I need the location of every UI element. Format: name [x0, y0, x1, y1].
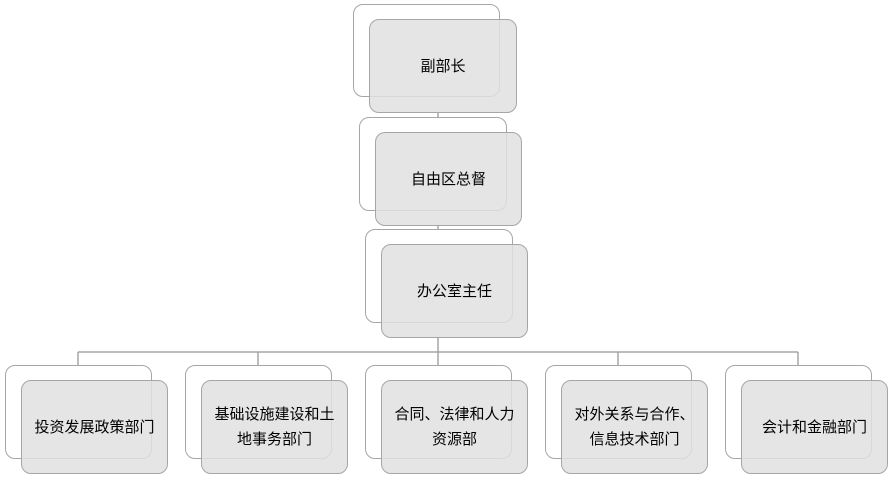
- node-label-office-director: 办公室主任: [381, 244, 528, 338]
- node-label-deputy-minister: 副部长: [369, 19, 517, 113]
- node-label-dept-accounting-finance: 会计和金融部门: [741, 380, 888, 474]
- node-label-free-zone-governor: 自由区总督: [375, 132, 522, 226]
- node-label-dept-investment-policy: 投资发展政策部门: [21, 380, 168, 474]
- node-label-dept-external-relations-it: 对外关系与合作、信息技术部门: [561, 380, 708, 474]
- node-label-dept-infrastructure-land: 基础设施建设和土地事务部门: [201, 380, 348, 474]
- node-label-dept-contracts-legal-hr: 合同、法律和人力资源部: [381, 380, 528, 474]
